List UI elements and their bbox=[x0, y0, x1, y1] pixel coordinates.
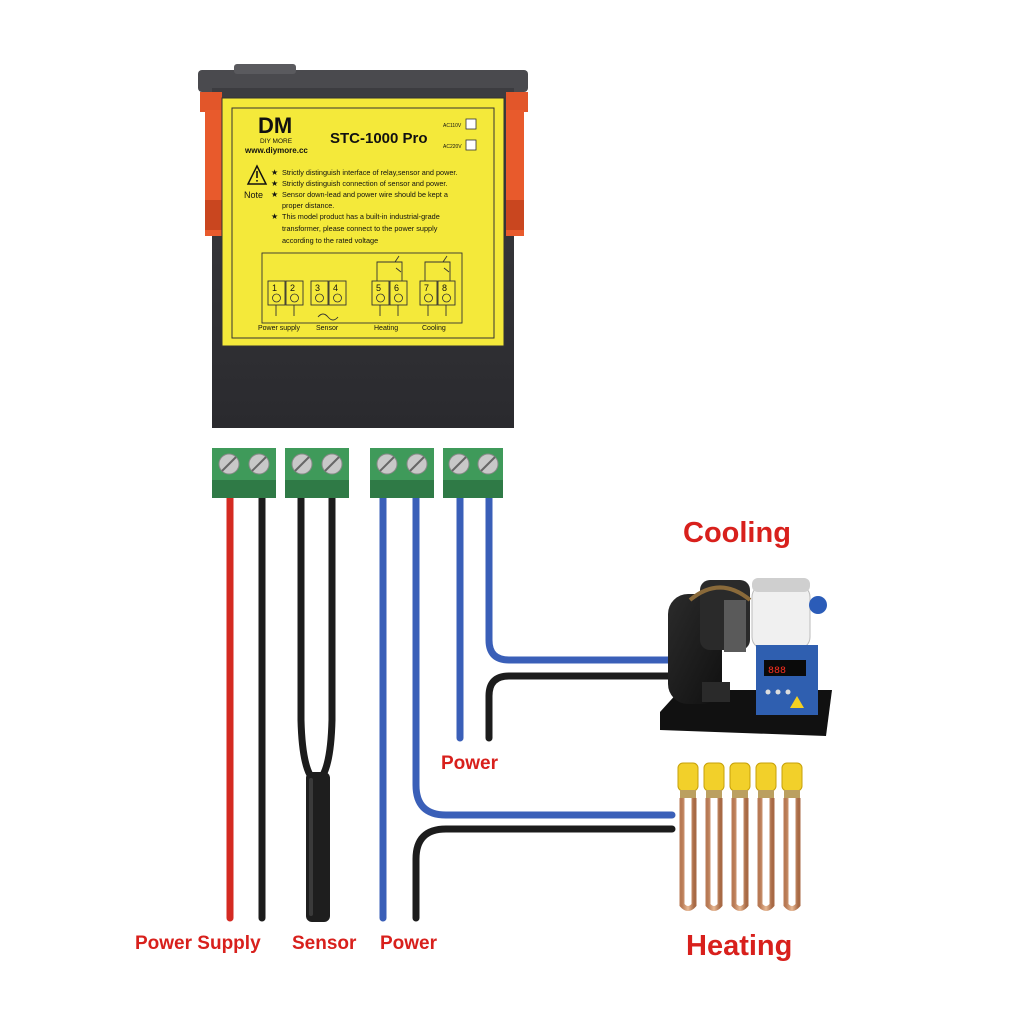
note-line-5: This model product has a built-in indust… bbox=[282, 212, 440, 221]
label-power-heating: Power bbox=[380, 933, 438, 954]
wire-heating-black bbox=[412, 825, 676, 922]
stc-1000-controller: DM DIY MORE www.diymore.cc STC-1000 Pro … bbox=[198, 64, 528, 428]
terminal-group-cooling: Cooling bbox=[422, 325, 446, 332]
wire-cooling-blue-b bbox=[485, 491, 676, 664]
note-line-3: Sensor down-lead and power wire should b… bbox=[282, 190, 449, 199]
note-line-2: Strictly distinguish connection of senso… bbox=[282, 179, 448, 188]
label-sensor: Sensor bbox=[292, 933, 357, 954]
label-power-supply: Power Supply bbox=[135, 933, 261, 954]
terminal-number-1: 1 bbox=[272, 283, 277, 293]
terminal-block-heating bbox=[370, 448, 434, 498]
voltage-checkbox-220 bbox=[465, 139, 477, 151]
terminal-group-sensor: Sensor bbox=[316, 325, 339, 332]
label-panel-border bbox=[231, 107, 495, 339]
controller-top-rim bbox=[198, 70, 528, 92]
note-line-7: according to the rated voltage bbox=[282, 236, 378, 245]
terminal-block-cooling bbox=[443, 448, 503, 498]
heating-rod bbox=[781, 762, 803, 911]
svg-text:★: ★ bbox=[271, 168, 278, 177]
wire-cooling-black bbox=[485, 672, 676, 742]
terminal-number-7: 7 bbox=[424, 283, 429, 293]
wires bbox=[226, 491, 676, 922]
terminal-group-heating: Heating bbox=[374, 325, 398, 332]
label-heating: Heating bbox=[686, 930, 792, 962]
cooling-compressor-unit: 888 bbox=[660, 578, 832, 736]
label-power-cooling: Power bbox=[441, 753, 499, 774]
svg-text:★: ★ bbox=[271, 179, 278, 188]
wire-sensor-b bbox=[319, 491, 336, 779]
note-label: Note bbox=[244, 190, 263, 200]
model-title: STC-1000 Pro bbox=[330, 130, 428, 147]
svg-text:888: 888 bbox=[768, 666, 786, 677]
warning-icon bbox=[246, 164, 268, 185]
note-line-1: Strictly distinguish interface of relay,… bbox=[282, 168, 457, 177]
note-line-6: transformer, please connect to the power… bbox=[282, 224, 438, 233]
wire-sensor-a bbox=[297, 491, 314, 779]
heating-rod bbox=[703, 762, 725, 911]
terminal-schematic bbox=[261, 252, 463, 324]
voltage-option-110: AC110V bbox=[443, 123, 462, 129]
terminal-boxes bbox=[267, 280, 456, 306]
voltage-checkbox-110 bbox=[465, 118, 477, 130]
terminal-number-6: 6 bbox=[394, 283, 399, 293]
heating-rod bbox=[677, 762, 699, 911]
heating-elements bbox=[677, 762, 803, 911]
heating-rod bbox=[729, 762, 751, 911]
label-cooling: Cooling bbox=[683, 517, 791, 549]
brand-website: www.diymore.cc bbox=[244, 146, 308, 155]
controller-button-bump bbox=[234, 64, 296, 74]
heating-rod bbox=[755, 762, 777, 911]
svg-text:★: ★ bbox=[271, 190, 278, 199]
brand-logo-mark: DM bbox=[258, 113, 292, 138]
terminal-number-2: 2 bbox=[290, 283, 295, 293]
terminal-number-4: 4 bbox=[333, 283, 338, 293]
note-line-4: proper distance. bbox=[282, 201, 334, 210]
terminal-block-sensor bbox=[285, 448, 349, 498]
voltage-option-220: AC220V bbox=[443, 144, 462, 150]
terminal-block-power-supply bbox=[212, 448, 276, 498]
terminal-number-3: 3 bbox=[315, 283, 320, 293]
svg-text:★: ★ bbox=[271, 212, 278, 221]
wire-heating-blue-b bbox=[412, 491, 676, 819]
terminal-group-power-supply: Power supply bbox=[258, 325, 301, 332]
mounting-clip-left bbox=[200, 92, 223, 236]
mounting-clip-right bbox=[506, 92, 528, 236]
terminal-number-8: 8 bbox=[442, 283, 447, 293]
brand-logo-name: DIY MORE bbox=[260, 138, 293, 145]
terminal-number-5: 5 bbox=[376, 283, 381, 293]
